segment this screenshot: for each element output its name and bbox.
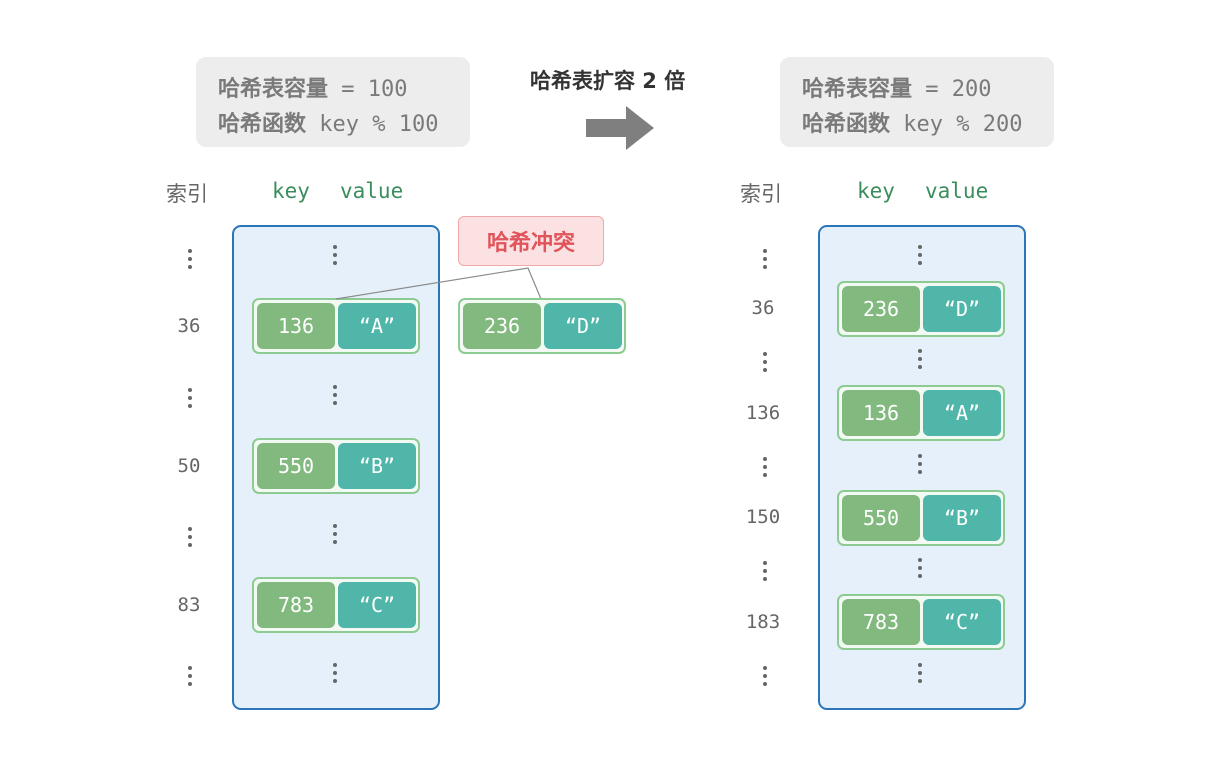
left-capacity-value: = 100 xyxy=(341,77,408,102)
right-index-label: 183 xyxy=(745,611,781,633)
left-info-box: 哈希表容量 = 100 哈希函数 key % 100 xyxy=(196,57,470,147)
entry-value: “A” xyxy=(923,390,1001,436)
right-table-ellipsis xyxy=(917,245,923,271)
left-function-line: 哈希函数 key % 100 xyxy=(218,106,438,138)
left-index-ellipsis xyxy=(187,527,193,553)
right-capacity-value: = 200 xyxy=(925,77,992,102)
right-index-ellipsis xyxy=(762,352,768,378)
right-table-ellipsis xyxy=(917,558,923,584)
right-bucket-entry: 136 “A” xyxy=(837,385,1005,441)
right-capacity-label: 哈希表容量 xyxy=(802,77,913,102)
entry-value: “C” xyxy=(923,599,1001,645)
left-index-label: 50 xyxy=(177,455,201,477)
right-header-index: 索引 xyxy=(740,182,782,206)
right-header-key: key xyxy=(857,179,895,203)
right-function-line: 哈希函数 key % 200 xyxy=(802,106,1022,138)
right-info-box: 哈希表容量 = 200 哈希函数 key % 200 xyxy=(780,57,1054,147)
entry-key: 550 xyxy=(842,495,920,541)
right-table-ellipsis xyxy=(917,663,923,689)
right-index-label: 150 xyxy=(745,506,781,528)
left-table-ellipsis xyxy=(332,663,338,689)
right-arrow-icon xyxy=(586,106,654,150)
right-function-label: 哈希函数 xyxy=(802,112,891,137)
entry-value: “D” xyxy=(923,286,1001,332)
right-index-ellipsis xyxy=(762,561,768,587)
entry-key: 783 xyxy=(257,582,335,628)
left-bucket-entry: 783 “C” xyxy=(252,577,420,633)
left-bucket-entry: 550 “B” xyxy=(252,438,420,494)
entry-value: “C” xyxy=(338,582,416,628)
left-table-ellipsis xyxy=(332,524,338,550)
entry-value: “B” xyxy=(338,443,416,489)
collision-label: 哈希冲突 xyxy=(458,216,604,266)
right-bucket-entry: 783 “C” xyxy=(837,594,1005,650)
left-index-label: 36 xyxy=(177,315,201,337)
left-header-value: value xyxy=(340,179,404,203)
entry-value: “A” xyxy=(338,303,416,349)
right-function-expr: key % 200 xyxy=(903,112,1023,137)
left-capacity-label: 哈希表容量 xyxy=(218,77,329,102)
right-header-value: value xyxy=(925,179,989,203)
right-table-ellipsis xyxy=(917,454,923,480)
right-bucket-entry: 550 “B” xyxy=(837,490,1005,546)
collision-entry: 236 “D” xyxy=(458,298,626,354)
left-table-ellipsis xyxy=(332,245,338,271)
transition-label: 哈希表扩容 2 倍 xyxy=(530,69,686,93)
left-index-label: 83 xyxy=(177,594,201,616)
entry-key: 236 xyxy=(463,303,541,349)
left-index-ellipsis xyxy=(187,666,193,692)
entry-key: 550 xyxy=(257,443,335,489)
entry-key: 136 xyxy=(842,390,920,436)
right-index-ellipsis xyxy=(762,249,768,275)
entry-value: “D” xyxy=(544,303,622,349)
entry-key: 236 xyxy=(842,286,920,332)
right-bucket-entry: 236 “D” xyxy=(837,281,1005,337)
entry-key: 783 xyxy=(842,599,920,645)
right-index-label: 36 xyxy=(751,297,775,319)
right-index-ellipsis xyxy=(762,666,768,692)
right-index-label: 136 xyxy=(745,402,781,424)
entry-key: 136 xyxy=(257,303,335,349)
left-header-index: 索引 xyxy=(166,182,208,206)
left-table-ellipsis xyxy=(332,385,338,411)
left-index-ellipsis xyxy=(187,388,193,414)
left-header-key: key xyxy=(272,179,310,203)
right-table-ellipsis xyxy=(917,349,923,375)
left-capacity-line: 哈希表容量 = 100 xyxy=(218,71,408,103)
entry-value: “B” xyxy=(923,495,1001,541)
left-index-ellipsis xyxy=(187,249,193,275)
right-capacity-line: 哈希表容量 = 200 xyxy=(802,71,992,103)
left-function-expr: key % 100 xyxy=(319,112,439,137)
right-index-ellipsis xyxy=(762,457,768,483)
left-function-label: 哈希函数 xyxy=(218,112,307,137)
